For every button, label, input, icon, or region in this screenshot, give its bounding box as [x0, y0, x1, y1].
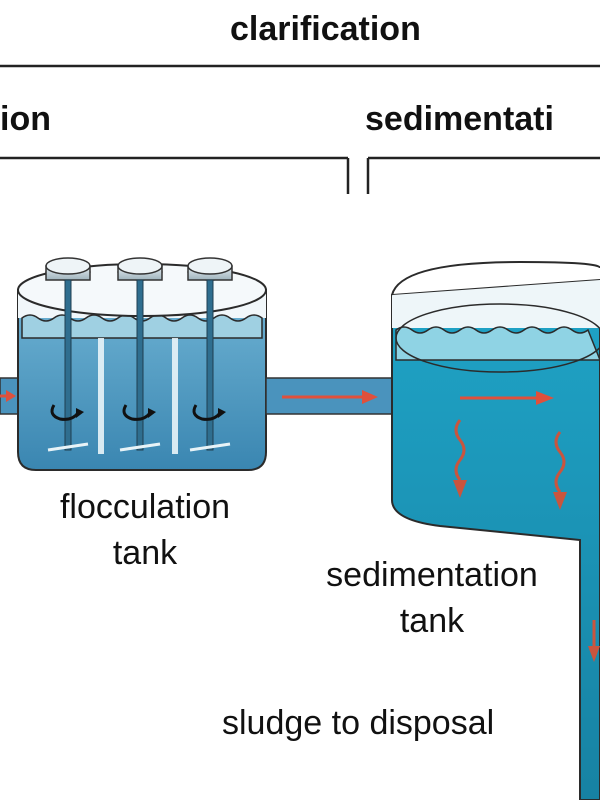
sludge-arrow	[588, 620, 600, 662]
pipe-flow-arrow	[282, 390, 378, 404]
settling-arrow-2	[553, 431, 567, 510]
flocculation-header: ion	[0, 100, 51, 138]
settling-arrow-1	[453, 419, 467, 498]
flocculation-label-line2: tank	[112, 534, 178, 572]
inlet-flow-arrow	[0, 390, 16, 402]
paddle-blades	[47, 442, 231, 452]
sedimentation-tank-label: sedimentation tank	[292, 552, 572, 644]
sedimentation-bracket	[366, 156, 600, 194]
rotation-arrow-2	[122, 404, 156, 421]
flocculation-tank-label: flocculation tank	[30, 484, 260, 576]
paddle-drive-1	[45, 257, 91, 451]
sedimentation-tank	[391, 260, 600, 800]
rotation-arrow-1	[50, 404, 84, 421]
tank-flow-arrow	[460, 391, 554, 405]
sedimentation-label-line1: sedimentation	[326, 556, 538, 594]
flocculation-label-line1: flocculation	[59, 488, 231, 526]
flocculation-bracket	[0, 156, 350, 194]
sludge-label: sludge to disposal	[222, 704, 495, 742]
sedimentation-label-line2: tank	[399, 602, 465, 640]
paddle-drive-3	[187, 257, 233, 451]
sedimentation-header: sedimentati	[365, 100, 554, 138]
paddle-drive-2	[117, 257, 163, 451]
clarification-header: clarification	[230, 10, 421, 48]
rotation-arrow-3	[192, 404, 226, 421]
